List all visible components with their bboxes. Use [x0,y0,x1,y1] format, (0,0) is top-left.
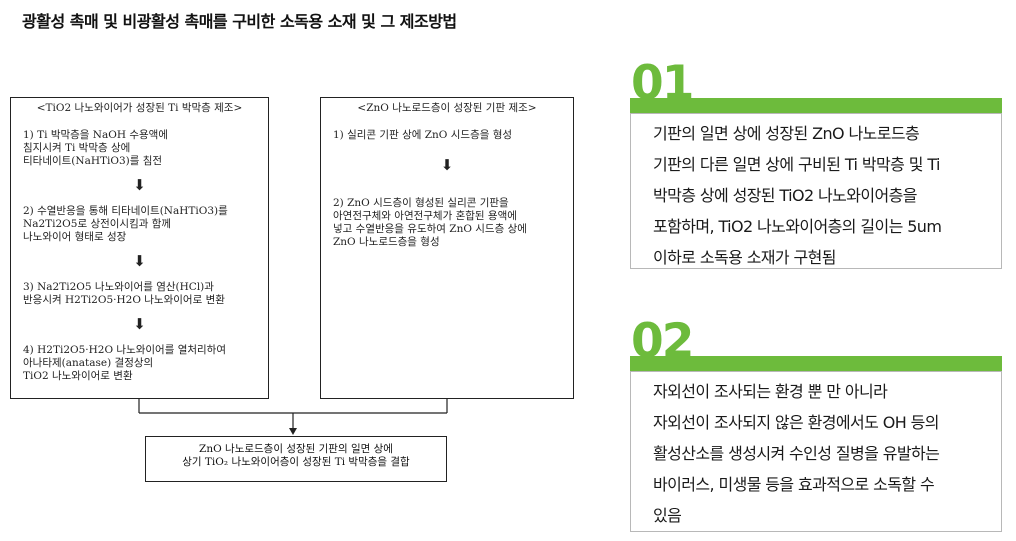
tio2-process-box: <TiO2 나노와이어가 성장된 Ti 박막층 제조> 1) Ti 박막층을 N… [10,97,269,399]
zno-step-2: 2) ZnO 시드층이 형성된 실리콘 기판을 아연전구체와 아연전구체가 혼합… [333,197,527,248]
tio2-step-1: 1) Ti 박막층을 NaOH 수용액에 침지시켜 Ti 박막층 상에 티타네이… [23,129,168,167]
down-arrow-icon: ⬇ [133,252,146,270]
card-01-text: 기판의 일면 상에 성장된 ZnO 나노로드층 기판의 다른 일면 상에 구비된… [653,124,942,267]
tio2-process-heading: <TiO2 나노와이어가 성장된 Ti 박막층 제조> [36,102,243,114]
down-arrow-icon: ⬇ [133,176,146,194]
card-02-text: 자외선이 조사되는 환경 뿐 만 아니라 자외선이 조사되지 않은 환경에서도 … [653,382,940,525]
result-line-1: ZnO 나노로드층이 성장된 기판의 일면 상에 [199,443,393,455]
card-02-accent-bar [630,356,1002,371]
card-02: 자외선이 조사되는 환경 뿐 만 아니라 자외선이 조사되지 않은 환경에서도 … [630,371,1002,532]
tio2-step-2: 2) 수열반응을 통해 티타네이트(NaHTiO3)를 Na2Ti2O5로 상전… [23,205,228,243]
result-line-2: 상기 TiO₂ 나노와이어층이 성장된 Ti 박막층을 결합 [182,456,410,468]
tio2-step-4: 4) H2Ti2O5·H2O 나노와이어를 열처리하여 아나타제(anatase… [23,344,227,382]
zno-process-box: <ZnO 나노로드층이 성장된 기판 제조> 1) 실리콘 기판 상에 ZnO … [320,97,574,399]
combination-result-box: ZnO 나노로드층이 성장된 기판의 일면 상에 상기 TiO₂ 나노와이어층이… [145,436,447,482]
zno-process-heading: <ZnO 나노로드층이 성장된 기판 제조> [357,102,537,114]
card-01: 기판의 일면 상에 성장된 ZnO 나노로드층 기판의 다른 일면 상에 구비된… [630,113,1002,269]
tio2-step-3: 3) Na2Ti2O5 나노와이어를 염산(HCl)과 반응시켜 H2Ti2O5… [23,281,225,306]
card-02-number: 02 [631,314,694,369]
down-arrow-icon: ⬇ [440,156,454,174]
card-01-number: 01 [631,56,694,111]
page-title: 광활성 촉매 및 비광활성 촉매를 구비한 소독용 소재 및 그 제조방법 [22,12,457,31]
down-arrow-icon: ⬇ [133,315,146,333]
card-01-accent-bar [630,98,1002,113]
zno-step-1: 1) 실리콘 기판 상에 ZnO 시드층을 형성 [333,129,513,141]
